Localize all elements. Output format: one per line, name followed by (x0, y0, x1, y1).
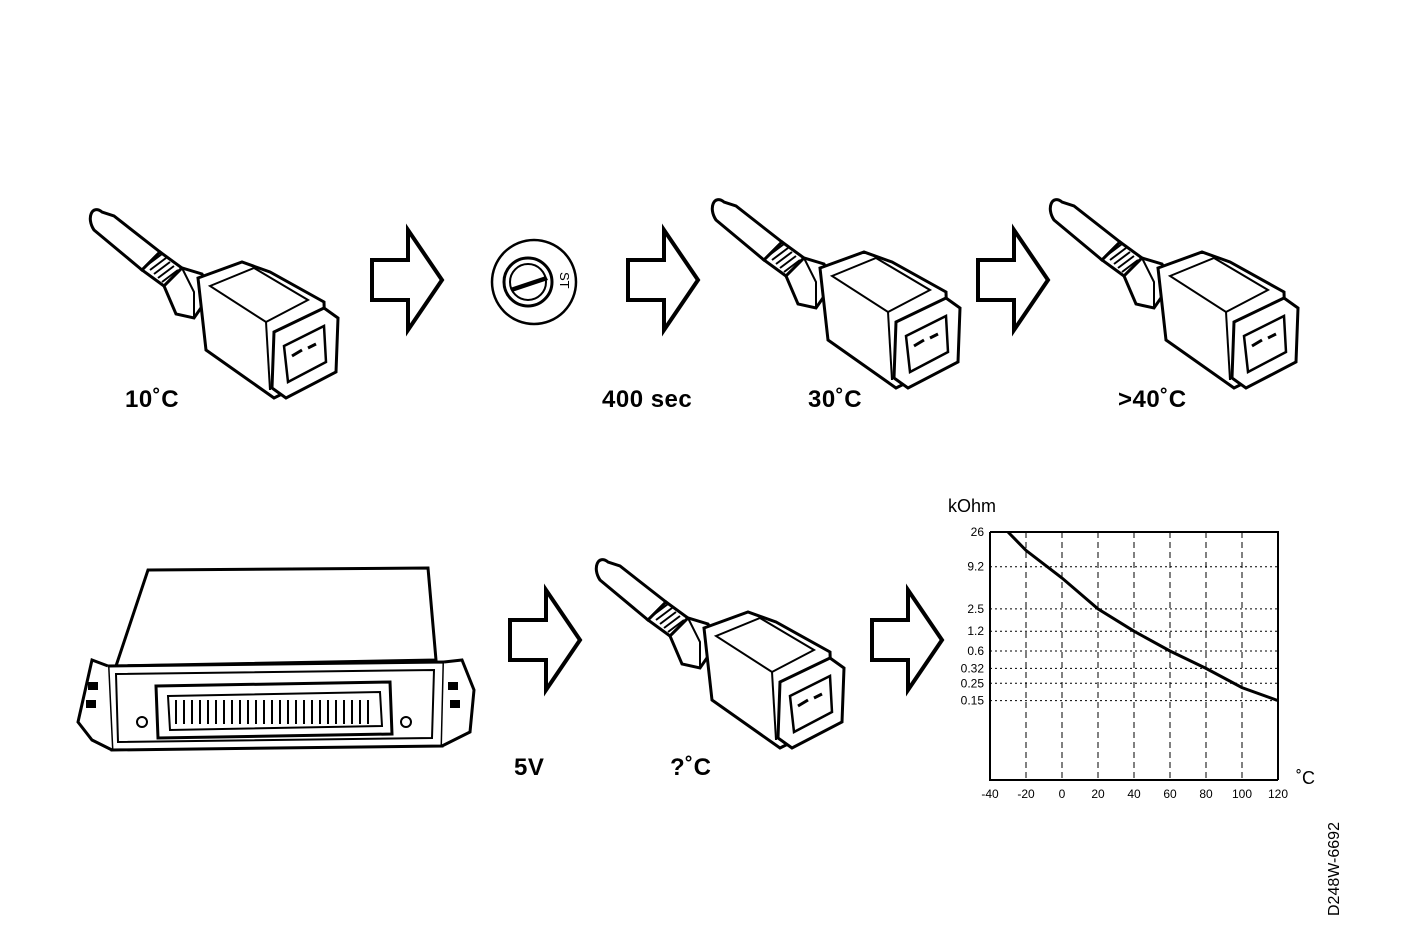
sensor-unknown (594, 558, 846, 750)
x-tick-label: -40 (981, 787, 999, 801)
y-axis-label: kOhm (948, 496, 996, 516)
y-tick-label: 26 (971, 525, 985, 539)
resistance-curve (1006, 530, 1279, 703)
resistance-temperature-chart: kOhm ˚C -40 -20 0 20 40 60 80 100 120 26 9.2 2.5 1.2… (948, 496, 1315, 801)
label-5v: 5V (514, 754, 545, 781)
label-unknown-temp: ?˚C (670, 754, 712, 781)
x-tick-label: 80 (1199, 787, 1213, 801)
y-tick-label: 0.6 (967, 644, 984, 658)
sensor-30c (710, 198, 962, 390)
ignition-st-marking: ST (557, 272, 572, 289)
arrow-2 (626, 228, 700, 332)
arrow-3 (976, 228, 1050, 332)
y-tick-label: 2.5 (967, 602, 984, 616)
y-tick-label: 0.15 (961, 694, 985, 708)
x-tick-label: 40 (1127, 787, 1141, 801)
arrow-4 (508, 588, 582, 692)
sensor-40c (1048, 198, 1300, 390)
x-axis-label: ˚C (1296, 768, 1315, 788)
y-tick-label: 0.32 (961, 661, 985, 675)
x-tick-label: 0 (1059, 787, 1066, 801)
y-tick-label: 0.25 (961, 676, 985, 690)
control-module (76, 566, 476, 752)
label-400-sec: 400 sec (602, 386, 693, 413)
label-over-40c: >40˚C (1118, 386, 1187, 413)
label-30c: 30˚C (808, 386, 863, 413)
arrow-5 (870, 588, 944, 692)
y-tick-label: 9.2 (967, 560, 984, 574)
sensor-10c (88, 208, 340, 400)
x-tick-label: -20 (1017, 787, 1035, 801)
x-tick-label: 120 (1268, 787, 1288, 801)
arrow-1 (370, 228, 444, 332)
x-tick-label: 60 (1163, 787, 1177, 801)
label-10c: 10˚C (125, 386, 180, 413)
y-tick-label: 1.2 (967, 624, 984, 638)
ignition-switch-icon: ST (490, 238, 578, 326)
x-tick-label: 20 (1091, 787, 1105, 801)
figure-code: D248W-6692 (1326, 822, 1343, 916)
x-tick-label: 100 (1232, 787, 1252, 801)
